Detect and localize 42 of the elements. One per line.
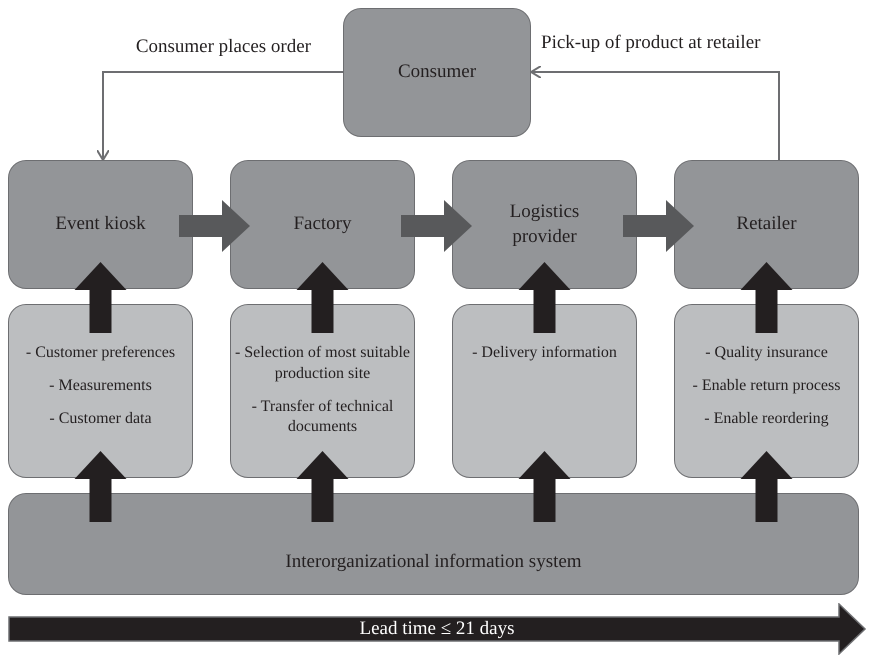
edge-label: Consumer places order — [136, 36, 311, 58]
process-label: Logistics provider — [508, 200, 580, 248]
process-box — [452, 160, 637, 289]
info-box — [230, 304, 415, 478]
process-label: Factory — [293, 212, 352, 236]
arrow — [296, 262, 348, 333]
process-box — [8, 160, 193, 289]
info-box — [8, 304, 193, 478]
arrow — [401, 200, 472, 252]
info-text: - Transfer of technical documents — [250, 396, 394, 438]
info-text: - Measurements — [49, 376, 152, 396]
process-box — [230, 160, 415, 289]
arrow — [74, 262, 126, 333]
process-label: Consumer — [398, 60, 476, 84]
arrow — [740, 451, 792, 522]
info-box — [674, 304, 859, 478]
arrow — [623, 200, 694, 252]
process-label: Event kiosk — [55, 212, 146, 236]
info-text: - Enable return process — [692, 376, 840, 396]
arrow — [96, 71, 343, 161]
process-box — [674, 160, 859, 289]
arrow — [74, 451, 126, 522]
arrow — [518, 262, 570, 333]
info-text: - Delivery information — [472, 343, 617, 363]
info-text: - Customer data — [49, 408, 152, 429]
lead-time-label: Lead time ≤ 21 days — [360, 616, 514, 641]
system-label: Interorganizational information system — [285, 550, 582, 574]
lead-time-arrow — [8, 603, 866, 655]
info-text: - Selection of most suitable production site — [234, 343, 411, 384]
arrow — [296, 451, 348, 522]
info-text: - Customer preferences — [26, 343, 176, 363]
arrow — [179, 200, 250, 252]
info-text: - Enable reordering — [704, 408, 829, 429]
system-band — [8, 493, 859, 595]
edge-label: Pick-up of product at retailer — [541, 32, 760, 54]
info-box — [452, 304, 637, 478]
process-box — [343, 8, 531, 137]
info-text: - Quality insurance — [705, 343, 828, 363]
arrow — [530, 65, 780, 160]
arrow — [518, 451, 570, 522]
arrow — [740, 262, 792, 333]
process-label: Retailer — [736, 212, 797, 236]
